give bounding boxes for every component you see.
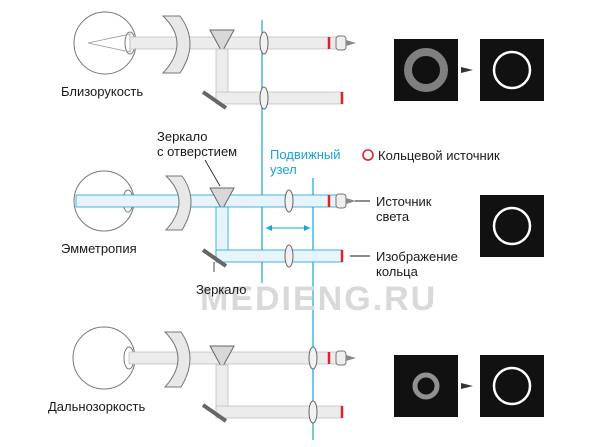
hyperopia-eye [72, 326, 136, 390]
mirror-hole-leader [204, 159, 221, 187]
myopia-result-arrow [461, 67, 473, 73]
myopia-moving-lens-lower [259, 86, 269, 110]
myopia-moving-lens-upper [259, 31, 269, 55]
myopia-eye [73, 11, 137, 75]
label-hyperopia: Дальнозоркость [48, 399, 146, 414]
emmetropia-source-lens [335, 193, 347, 209]
moving-node-arrow-left [266, 225, 272, 231]
label-mirror: Зеркало [196, 282, 247, 297]
myopia-main-beam [129, 36, 343, 50]
label-emmetropia: Эмметропия [61, 241, 137, 256]
ring-source-legend-icon [362, 149, 374, 161]
myopia-mirror [201, 90, 228, 110]
myopia-down-beam [215, 48, 229, 98]
hyperopia-ophthalmoscope-lens [163, 331, 191, 388]
hyperopia-arrow [346, 355, 356, 361]
hyperopia-small-ring-panel [394, 355, 458, 417]
emmetropia-moving-lens-lower [284, 244, 294, 268]
myopia-mirror-with-hole [209, 29, 235, 54]
emmetropia-sharp-ring-panel [480, 195, 544, 257]
emmetropia-arrow [346, 198, 356, 204]
emmetropia-lower-beam [215, 249, 343, 263]
moving-node-arrow-right [304, 225, 310, 231]
hyperopia-sharp-ring [492, 366, 532, 406]
hyperopia-mirror-with-hole [209, 345, 235, 370]
emmetropia-main-beam [75, 194, 343, 208]
emmetropia-section [73, 149, 544, 268]
emmetropia-mirror-with-hole [209, 187, 235, 212]
emmetropia-down-beam [215, 206, 229, 256]
label-myopia: Близорукость [61, 84, 144, 99]
myopia-section [73, 11, 544, 110]
emmetropia-moving-lens-upper [284, 189, 294, 213]
hyperopia-lower-beam [215, 405, 343, 419]
hyperopia-section [72, 326, 544, 424]
myopia-ophthalmoscope-lens [161, 15, 191, 74]
emmetropia-ophthalmoscope-lens [164, 175, 192, 231]
hyperopia-moving-lens-lower [308, 400, 318, 424]
myopia-arrow [346, 40, 356, 46]
myopia-sharp-ring-panel [480, 39, 544, 101]
label-ring-image: Изображение кольца [376, 249, 458, 279]
label-ring-source: Кольцевой источник [378, 148, 500, 163]
hyperopia-source-lens [335, 350, 347, 366]
watermark: MEDIENG.RU [200, 280, 438, 318]
emmetropia-sharp-ring [492, 206, 532, 246]
hyperopia-down-beam [215, 364, 229, 412]
hyperopia-result-arrow [461, 383, 473, 389]
myopia-sharp-ring [492, 50, 532, 90]
myopia-blurred-ring [404, 48, 448, 92]
hyperopia-moving-lens-upper [308, 346, 318, 370]
myopia-eye-rays [87, 33, 131, 53]
hyperopia-mirror [201, 403, 228, 423]
myopia-lower-beam [215, 91, 343, 105]
label-mirror-with-hole: Зеркало с отверстием [157, 129, 238, 159]
hyperopia-sharp-ring-panel [480, 355, 544, 417]
myopia-source-lens [335, 35, 347, 51]
label-light-source: Источник света [376, 194, 432, 224]
emmetropia-mirror [201, 248, 228, 268]
hyperopia-small-ring [412, 372, 440, 400]
label-moving-node: Подвижный узел [270, 147, 341, 177]
